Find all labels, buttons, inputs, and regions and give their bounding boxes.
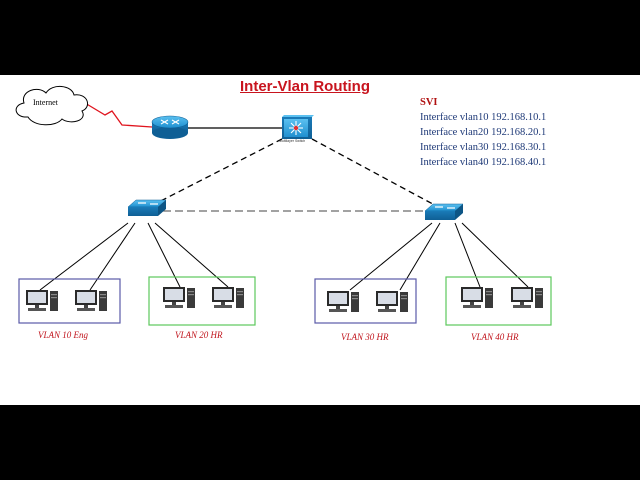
diagram-canvas: Inter-Vlan Routing SVI Interface vlan10 … xyxy=(0,75,640,405)
ms-switch-right-link xyxy=(311,138,443,210)
pc-icon xyxy=(212,287,244,308)
pc-icon xyxy=(511,287,543,308)
access-link xyxy=(89,222,136,291)
multilayer-switch-label: Multilayer Switch xyxy=(279,139,306,143)
access-link xyxy=(147,222,181,288)
access-link xyxy=(454,222,481,288)
internet-label: Internet xyxy=(33,98,58,107)
svi-config: SVI Interface vlan10 192.168.10.1 Interf… xyxy=(420,95,546,170)
switch-icon xyxy=(127,199,167,216)
wan-link xyxy=(84,102,153,128)
pc-icon xyxy=(327,291,359,312)
vlan-30-label: VLAN 30 HR xyxy=(341,332,389,342)
pc-icon xyxy=(461,287,493,308)
vlan-20-label: VLAN 20 HR xyxy=(175,330,223,340)
pc-icon xyxy=(26,290,58,311)
svi-line: Interface vlan40 192.168.40.1 xyxy=(420,157,547,168)
svi-line: Interface vlan30 192.168.30.1 xyxy=(420,142,547,153)
cloud-icon xyxy=(15,86,89,126)
router-icon xyxy=(151,115,189,139)
links xyxy=(39,102,529,291)
switch-icon xyxy=(424,203,464,220)
pc-icon xyxy=(75,290,107,311)
pc-icon xyxy=(376,291,408,312)
network-diagram xyxy=(15,86,552,326)
vlan-20-group xyxy=(148,276,256,326)
diagram-title: Inter-Vlan Routing xyxy=(240,78,370,95)
access-link xyxy=(154,222,229,288)
vlan-40-group xyxy=(445,276,552,326)
access-link xyxy=(461,222,529,288)
pc-icon xyxy=(163,287,195,308)
vlan-10-group xyxy=(18,278,121,324)
ms-switch-left-link xyxy=(144,138,283,210)
vlan-10-label: VLAN 10 Eng xyxy=(38,330,89,340)
svi-line: Interface vlan10 192.168.10.1 xyxy=(420,112,547,123)
access-link xyxy=(39,222,129,291)
multilayer-switch-icon xyxy=(282,115,314,139)
vlan-40-label: VLAN 40 HR xyxy=(471,332,519,342)
svi-line: Interface vlan20 192.168.20.1 xyxy=(420,127,547,138)
vlan-30-group xyxy=(314,278,417,324)
svi-heading: SVI xyxy=(420,97,438,108)
